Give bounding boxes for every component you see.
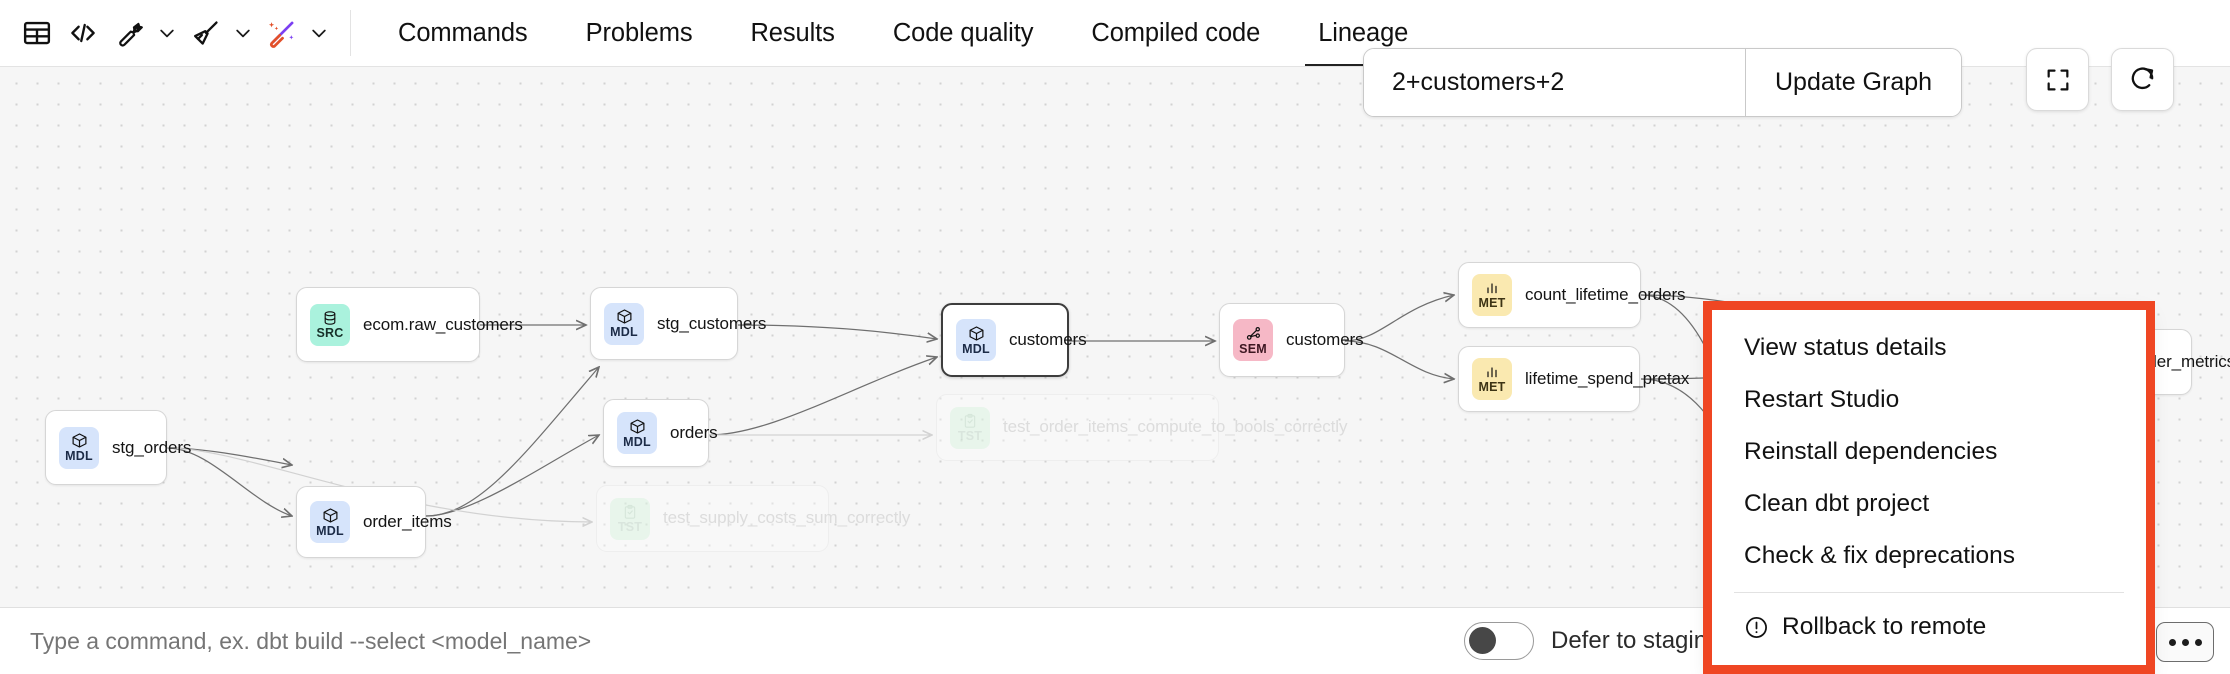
toolbar-icon-group <box>0 0 334 66</box>
lineage-node-customers-model[interactable]: MDL customers <box>941 303 1087 377</box>
tab-commands[interactable]: Commands <box>369 0 557 66</box>
toggle-knob <box>1469 627 1496 654</box>
toolbar-divider <box>350 10 351 56</box>
broom-icon[interactable] <box>182 10 228 56</box>
menu-item-clean-dbt-project[interactable]: Clean dbt project <box>1712 478 2146 530</box>
node-label: test_supply_costs_sum_correctly <box>663 508 911 528</box>
update-graph-button[interactable]: Update Graph <box>1746 49 1962 116</box>
node-label: stg_orders <box>112 437 192 457</box>
lineage-node-ecom-raw-customers[interactable]: SRC ecom.raw_customers <box>296 287 523 362</box>
node-label: customers <box>1009 330 1087 349</box>
controls-divider <box>1745 49 1746 116</box>
node-label: lifetime_spend_pretax <box>1525 369 1690 388</box>
chevron-down-icon[interactable] <box>152 10 182 56</box>
node-type-label: SRC <box>316 325 344 340</box>
cube-icon: MDL <box>617 412 657 454</box>
tab-label: Problems <box>585 18 693 47</box>
menu-item-label: View status details <box>1744 334 1947 361</box>
bar-chart-icon: MET <box>1472 274 1512 316</box>
node-label: count_lifetime_orders <box>1525 285 1686 304</box>
tab-label: Commands <box>398 18 528 47</box>
menu-item-check-fix-deprecations[interactable]: Check & fix deprecations <box>1712 530 2146 582</box>
table-icon[interactable] <box>14 10 60 56</box>
lineage-node-lifetime-spend-pretax[interactable]: MET lifetime_spend_pretax <box>1458 346 1689 412</box>
graph-selector-input[interactable] <box>1364 49 1745 116</box>
defer-control: Defer to staging <box>1464 622 1720 660</box>
alert-circle-icon <box>1744 615 1769 640</box>
menu-item-reinstall-dependencies[interactable]: Reinstall dependencies <box>1712 426 2146 478</box>
lineage-node-stg-orders[interactable]: MDL stg_orders <box>45 410 191 485</box>
cube-icon: MDL <box>310 501 350 543</box>
node-type-label: MDL <box>962 341 990 356</box>
lineage-node-customers-semantic[interactable]: SEM customers <box>1219 303 1364 377</box>
menu-item-rollback-to-remote[interactable]: Rollback to remote <box>1712 601 2146 653</box>
node-type-label: TST <box>957 428 983 443</box>
node-label: order_items <box>363 512 452 531</box>
ellipsis-icon[interactable] <box>2156 622 2214 662</box>
code-icon[interactable] <box>60 10 106 56</box>
magic-wand-icon[interactable] <box>258 10 304 56</box>
node-label: customers <box>1286 330 1364 349</box>
menu-item-label: Restart Studio <box>1744 386 1900 413</box>
clipboard-check-icon: TST <box>610 497 650 540</box>
tab-lineage[interactable]: Lineage <box>1289 0 1437 66</box>
chevron-down-icon[interactable] <box>228 10 258 56</box>
node-type-label: MDL <box>65 449 93 464</box>
tab-problems[interactable]: Problems <box>557 0 722 66</box>
refresh-icon[interactable] <box>2111 48 2174 111</box>
lineage-node-orders[interactable]: MDL orders <box>603 399 718 467</box>
node-type-label: MDL <box>316 523 344 538</box>
node-label: orders <box>670 423 718 442</box>
node-label: stg_customers <box>657 313 767 333</box>
tab-results[interactable]: Results <box>721 0 863 66</box>
node-type-label: MET <box>1478 380 1506 395</box>
menu-divider <box>1734 592 2124 593</box>
node-label: ecom.raw_customers <box>363 314 523 334</box>
cube-icon: MDL <box>59 426 99 469</box>
tab-label: Lineage <box>1318 18 1409 47</box>
graph-node-icon: SEM <box>1233 319 1273 361</box>
tab-compiled-code[interactable]: Compiled code <box>1062 0 1289 66</box>
lineage-node-count-lifetime-orders[interactable]: MET count_lifetime_orders <box>1458 262 1686 328</box>
cube-icon: MDL <box>604 302 644 345</box>
menu-item-view-status-details[interactable]: View status details <box>1712 322 2146 374</box>
node-type-label: MDL <box>623 434 651 449</box>
graph-controls: Update Graph <box>1363 48 1963 117</box>
menu-item-label: Rollback to remote <box>1782 613 1987 640</box>
dot <box>2168 638 2176 646</box>
tab-label: Compiled code <box>1091 18 1261 47</box>
database-icon: SRC <box>310 303 350 346</box>
tab-label: Code quality <box>892 18 1034 47</box>
tab-bar: Commands Problems Results Code quality C… <box>369 0 1437 66</box>
tab-code-quality[interactable]: Code quality <box>864 0 1063 66</box>
menu-item-restart-studio[interactable]: Restart Studio <box>1712 374 2146 426</box>
lineage-node-stg-customers[interactable]: MDL stg_customers <box>590 287 766 360</box>
command-input[interactable] <box>30 627 1430 655</box>
clipboard-check-icon: TST <box>950 406 990 449</box>
fullscreen-icon[interactable] <box>2026 48 2089 111</box>
node-type-label: MDL <box>610 325 638 340</box>
wrench-icon[interactable] <box>106 10 152 56</box>
defer-label: Defer to staging <box>1551 627 1721 654</box>
defer-toggle[interactable] <box>1464 622 1534 660</box>
node-label: test_order_items_compute_to_bools_correc… <box>1003 417 1348 437</box>
node-type-label: TST <box>617 519 643 534</box>
menu-item-label: Clean dbt project <box>1744 490 1930 517</box>
studio-context-menu: View status details Restart Studio Reins… <box>1712 310 2146 674</box>
lineage-node-order-items[interactable]: MDL order_items <box>296 486 452 558</box>
menu-item-label: Reinstall dependencies <box>1744 438 1998 465</box>
chevron-down-icon[interactable] <box>304 10 334 56</box>
node-type-label: MET <box>1478 296 1506 311</box>
node-type-label: SEM <box>1239 341 1267 356</box>
tab-label: Results <box>750 18 835 47</box>
bar-chart-icon: MET <box>1472 358 1512 400</box>
top-toolbar: Commands Problems Results Code quality C… <box>0 0 2230 67</box>
menu-item-label: Check & fix deprecations <box>1744 542 2015 569</box>
dot <box>2181 638 2189 646</box>
lineage-node-test-supply-costs[interactable]: TST test_supply_costs_sum_correctly <box>596 485 910 552</box>
cube-icon: MDL <box>956 319 996 361</box>
dot <box>2194 638 2202 646</box>
lineage-node-test-order-items[interactable]: TST test_order_items_compute_to_bools_co… <box>936 394 1347 461</box>
